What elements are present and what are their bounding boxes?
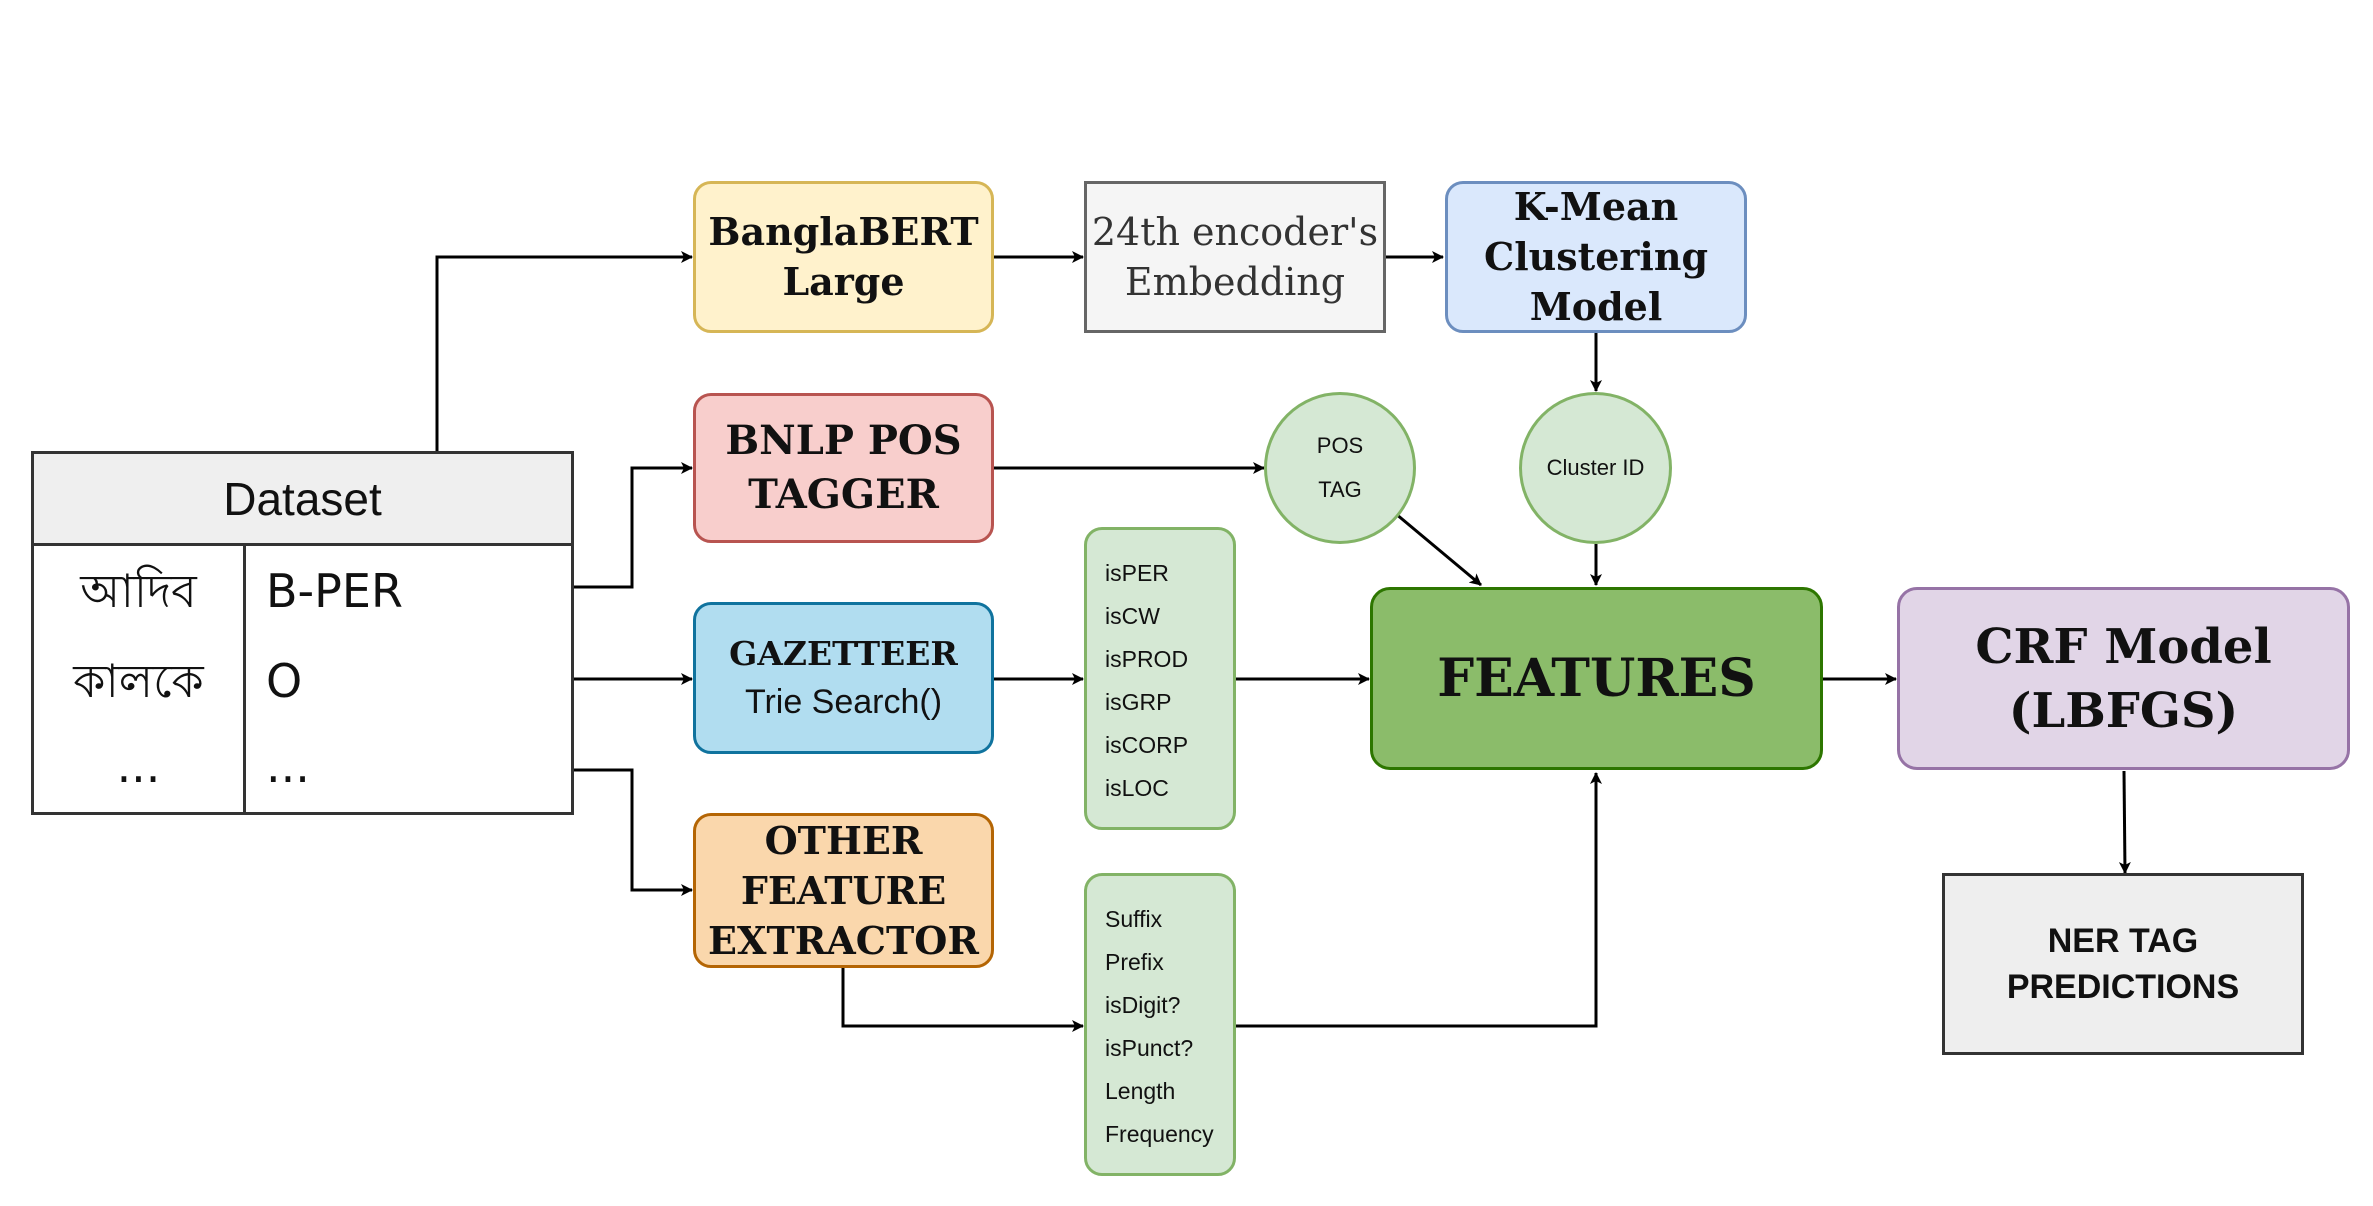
dataset-column-divider <box>243 546 246 815</box>
dataset-table: Dataset আদিব B-PER কালকে O ... ... <box>31 451 574 815</box>
crf-model-node: CRF Model (LBFGS) <box>1897 587 2350 770</box>
gazetteer-feature-item: isCORP <box>1105 732 1189 758</box>
arrow-dataset-to-other <box>574 768 693 896</box>
gazetteer-feature-item: isPROD <box>1105 646 1189 672</box>
banglabert-label: Large <box>782 259 905 304</box>
banglabert-label: BanglaBERT <box>708 209 979 254</box>
kmean-label: K-Mean <box>1513 184 1679 229</box>
other-extractor-label: OTHER <box>764 817 923 863</box>
gazetteer-feature-item: isPER <box>1105 560 1169 586</box>
kmean-label: Clustering <box>1483 234 1709 279</box>
cluster-id-circle: Cluster ID <box>1519 392 1672 544</box>
arrow-other-list-to-features <box>1236 772 1602 1028</box>
other-feature-item: isDigit? <box>1105 992 1181 1018</box>
arrow-dataset-to-pos-tagger <box>574 462 693 589</box>
pos-tag-circle: POS TAG <box>1264 392 1416 544</box>
pos-tag-label: TAG <box>1318 477 1362 502</box>
gazetteer-feature-list: isPER isCW isPROD isGRP isCORP isLOC <box>1084 527 1236 830</box>
other-feature-list: Suffix Prefix isDigit? isPunct? Length F… <box>1084 873 1236 1176</box>
crf-label: (LBFGS) <box>2008 682 2239 739</box>
dataset-word-cell: ... <box>116 739 161 793</box>
other-extractor-label: FEATURE <box>740 867 947 913</box>
dataset-word-cell: আদিব <box>80 564 197 618</box>
pos-tagger-node: BNLP POS TAGGER <box>693 393 994 543</box>
pos-tag-label: POS <box>1316 433 1364 458</box>
dataset-tag-cell: O <box>266 654 303 708</box>
other-feature-item: Length <box>1105 1078 1176 1104</box>
arrow-dataset-to-banglabert <box>435 251 693 451</box>
features-label: FEATURES <box>1437 648 1756 709</box>
arrow-other-to-list <box>841 968 1084 1032</box>
embedding-node: 24th encoder's Embedding <box>1084 181 1386 333</box>
ner-label: NER TAG <box>2047 922 2199 960</box>
gazetteer-feature-item: isLOC <box>1105 775 1169 801</box>
other-extractor-label: EXTRACTOR <box>708 917 979 963</box>
other-feature-item: isPunct? <box>1105 1035 1194 1061</box>
features-node: FEATURES <box>1370 587 1823 770</box>
gazetteer-feature-item: isGRP <box>1105 689 1172 715</box>
embedding-label: 24th encoder's <box>1091 210 1379 254</box>
embedding-label: Embedding <box>1124 260 1346 304</box>
kmean-label: Model <box>1529 284 1663 329</box>
dataset-tag-cell: ... <box>266 739 310 793</box>
dataset-title: Dataset <box>34 454 571 546</box>
crf-label: CRF Model <box>1975 618 2272 675</box>
other-feature-extractor-node: OTHER FEATURE EXTRACTOR <box>693 813 994 968</box>
gazetteer-node: GAZETTEER Trie Search() <box>693 602 994 754</box>
other-feature-item: Frequency <box>1105 1121 1214 1147</box>
dataset-word-cell: কালকে <box>73 654 204 708</box>
pos-tagger-label: BNLP POS <box>725 417 962 464</box>
other-feature-item: Suffix <box>1105 906 1163 932</box>
dataset-tag-cell: B-PER <box>266 564 403 618</box>
gazetteer-subtitle: Trie Search() <box>744 683 943 721</box>
kmean-clustering-node: K-Mean Clustering Model <box>1445 181 1747 333</box>
ner-label: PREDICTIONS <box>2006 968 2240 1006</box>
arrow-pos-tag-to-features <box>1395 512 1482 587</box>
dataset-rows: আদিব B-PER কালকে O ... ... <box>34 546 571 815</box>
banglabert-node: BanglaBERT Large <box>693 181 994 333</box>
gazetteer-title: GAZETTEER <box>729 634 958 673</box>
arrow-crf-to-ner <box>2118 770 2131 874</box>
cluster-id-label: Cluster ID <box>1546 455 1645 480</box>
gazetteer-feature-item: isCW <box>1105 603 1160 629</box>
pos-tagger-label: TAGGER <box>748 471 939 518</box>
other-feature-item: Prefix <box>1105 949 1164 975</box>
ner-predictions-node: NER TAG PREDICTIONS <box>1942 873 2304 1055</box>
